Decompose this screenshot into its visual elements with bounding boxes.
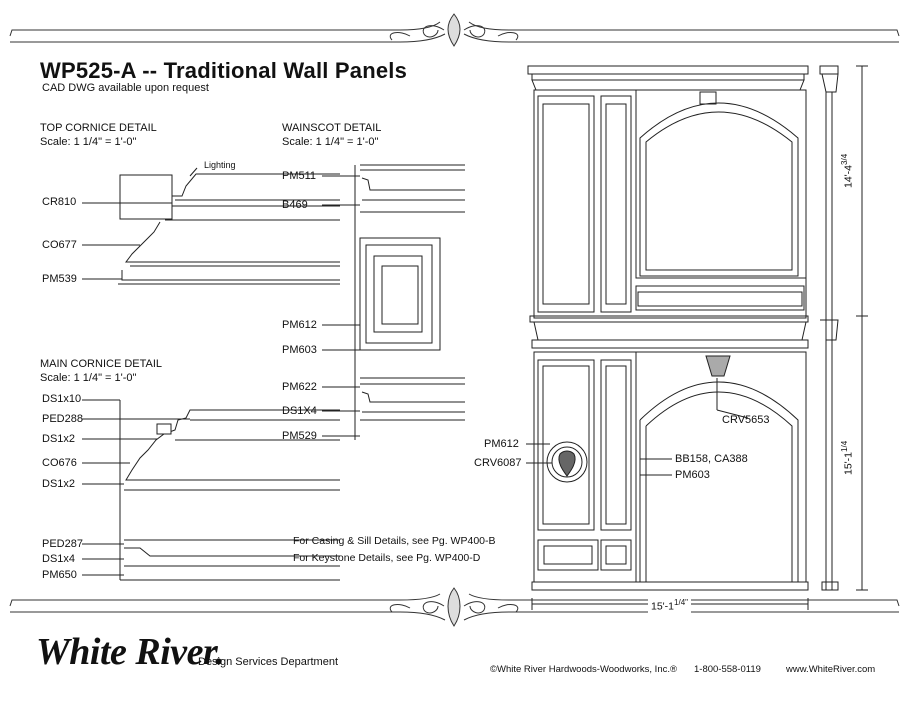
label-pm529: PM529	[282, 430, 317, 442]
wainscot-scale: Scale: 1 1/4" = 1'-0"	[282, 136, 379, 148]
white-river-logo: White River.	[36, 631, 225, 673]
phone-text: 1-800-558-0119	[694, 664, 761, 675]
top-cornice-profile	[82, 167, 340, 285]
page-subtitle: CAD DWG available upon request	[42, 82, 209, 94]
label-b469: B469	[282, 199, 308, 211]
wainscot-title: WAINSCOT DETAIL	[282, 122, 382, 134]
label-pm622: PM622	[282, 381, 317, 393]
label-ds1x4-w: DS1X4	[282, 405, 317, 417]
label-cr810: CR810	[42, 196, 77, 208]
lighting-callout: Lighting	[204, 160, 236, 170]
label-co676: CO676	[42, 457, 77, 469]
label-co677: CO677	[42, 239, 77, 251]
label-ped288: PED288	[42, 413, 83, 425]
main-cornice-scale: Scale: 1 1/4" = 1'-0"	[40, 372, 137, 384]
label-bb158: BB158, CA388	[675, 453, 748, 465]
dimension-lines	[531, 65, 868, 610]
label-pm511: PM511	[282, 170, 317, 182]
top-border-ornament	[9, 13, 900, 47]
top-cornice-title: TOP CORNICE DETAIL	[40, 122, 157, 134]
department-text: Design Services Department	[198, 656, 339, 668]
label-ds1x2-a: DS1x2	[42, 433, 76, 445]
bottom-border-ornament	[9, 587, 900, 627]
label-crv6087: CRV6087	[474, 457, 522, 469]
dimension-upper-height: 14'-43/4	[840, 153, 855, 188]
page-title: WP525-A -- Traditional Wall Panels	[40, 58, 408, 83]
wainscot-profile	[322, 164, 465, 440]
label-pm603-e: PM603	[675, 469, 710, 481]
main-cornice-profile	[82, 399, 340, 581]
dimension-lower-height: 15'-11/4	[840, 440, 855, 475]
copyright-text: ©White River Hardwoods-Woodworks, Inc.®	[490, 664, 677, 675]
label-pm539: PM539	[42, 273, 77, 285]
label-ped287: PED287	[42, 538, 83, 550]
note-keystone: For Keystone Details, see Pg. WP400-D	[293, 552, 481, 564]
dimension-width: 15'-11/4"	[648, 598, 691, 613]
label-ds1x4: DS1x4	[42, 553, 76, 565]
label-crv5653: CRV5653	[722, 414, 770, 426]
label-pm612-e: PM612	[484, 438, 519, 450]
top-cornice-scale: Scale: 1 1/4" = 1'-0"	[40, 136, 137, 148]
label-ds1x2-b: DS1x2	[42, 478, 76, 490]
label-pm612-w: PM612	[282, 319, 317, 331]
note-casing: For Casing & Sill Details, see Pg. WP400…	[293, 535, 496, 547]
wainscot-heading: WAINSCOT DETAIL Scale: 1 1/4" = 1'-0"	[282, 121, 381, 149]
elevation-drawing	[526, 65, 839, 591]
label-pm603-w: PM603	[282, 344, 317, 356]
main-cornice-title: MAIN CORNICE DETAIL	[40, 358, 163, 370]
main-cornice-heading: MAIN CORNICE DETAIL Scale: 1 1/4" = 1'-0…	[40, 357, 162, 385]
top-cornice-heading: TOP CORNICE DETAIL Scale: 1 1/4" = 1'-0"	[40, 121, 157, 149]
label-ds1x10: DS1x10	[42, 393, 82, 405]
website-link[interactable]: www.WhiteRiver.com	[786, 664, 876, 675]
label-pm650: PM650	[42, 569, 77, 581]
